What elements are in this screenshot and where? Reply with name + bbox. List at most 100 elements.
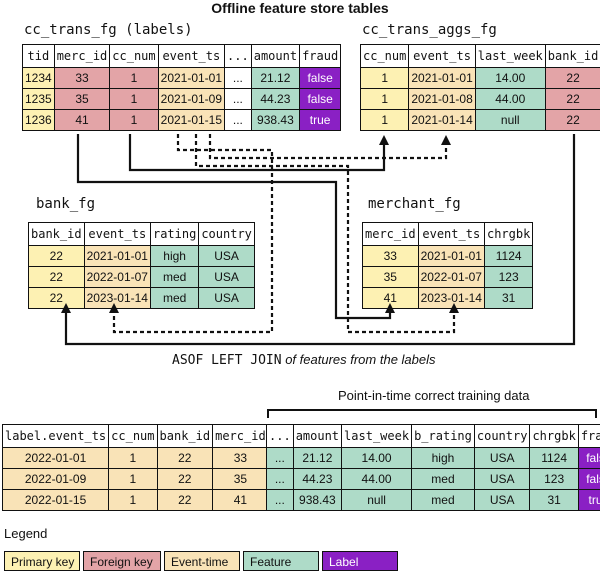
legend-feature: Feature [243,551,319,571]
cell: 1 [109,88,159,110]
header-cell: ... [266,424,294,448]
table-row: 22 2023-01-14 med USA [28,287,255,309]
cell: true [577,489,600,511]
header-cell: cc_num [108,424,158,448]
cell: null [341,489,413,511]
aggs-table: cc_num event_ts last_week bank_id 1 2021… [359,44,600,131]
cell: 44.00 [341,468,413,490]
cell: 22 [156,468,214,490]
cell: 35 [362,266,419,288]
cell: 1234 [22,67,55,89]
join-line-bank-id [61,134,576,346]
table-row: ... 938.43 null med USA 31 true [266,489,600,511]
cell: 33 [212,447,269,469]
aggs-table-name: cc_trans_aggs_fg [362,22,497,38]
table-header-row: tid merc_id cc_num event_ts ... amount f… [22,44,342,68]
cell: 2023-01-14 [83,287,151,309]
header-cell: bank_id [544,44,600,68]
cell: 1 [108,468,158,490]
cell: 2022-01-09 [1,468,110,490]
table-row: ... 21.12 14.00 high USA 1124 false [266,447,600,469]
table-row: 35 2022-01-07 123 [362,266,534,288]
legend-label: Label [322,551,398,571]
header-cell: chrgbk [529,424,579,448]
merchant-table: merc_id event_ts chrgbk 33 2021-01-01 11… [362,222,534,309]
header-cell: cc_num [359,44,410,68]
cell: 1 [109,109,159,131]
cell: 1235 [22,88,55,110]
cell: 22 [28,245,85,267]
cell: 938.43 [292,489,343,511]
table-header-row: bank_id event_ts rating country [28,222,255,246]
cell: 22 [156,489,214,511]
cell: 22 [544,67,600,89]
cell: 31 [529,489,579,511]
table-header-row: cc_num event_ts last_week bank_id [359,44,600,68]
cell: USA [198,287,255,309]
legend-event-time: Event-time [164,551,240,571]
cell: null [474,109,546,131]
header-cell: amount [292,424,343,448]
bank-table-name: bank_fg [36,196,96,212]
bank-table: bank_id event_ts rating country 22 2021-… [28,222,255,309]
cell: 2021-01-14 [408,109,476,131]
legend-primary-key: Primary key [4,551,80,571]
cell: false [577,468,600,490]
cell: 22 [544,88,600,110]
cell: 2021-01-09 [157,88,226,110]
cell: 22 [156,447,214,469]
header-cell: event_ts [408,44,476,68]
table-row: 1 2021-01-14 null 22 [359,109,600,131]
cell: high [149,245,200,267]
cell: med [411,468,475,490]
header-cell: merc_id [212,424,269,448]
training-right-table: ... amount last_week b_rating country ch… [266,424,600,511]
labels-table-name: cc_trans_fg (labels) [24,22,193,38]
cell: 2021-01-01 [157,67,226,89]
cell: 44.23 [292,468,343,490]
cell: false [577,447,600,469]
cell: 44.00 [474,88,546,110]
table-row: 22 2021-01-01 high USA [28,245,255,267]
cell: 2021-01-01 [83,245,151,267]
cell: high [411,447,475,469]
table-row: 2022-01-09 1 22 35 [1,468,269,490]
join-note-text: of features from the labels [285,352,436,367]
cell: 1236 [22,109,55,131]
cell: 41 [53,109,111,131]
cell: 1124 [529,447,579,469]
cell: true [299,109,342,131]
header-cell: chrgbk [483,222,534,246]
table-row: 41 2023-01-14 31 [362,287,534,309]
header-cell: country [473,424,531,448]
cell: 21.12 [250,67,301,89]
cell: 22 [28,266,85,288]
cell: ... [224,88,252,110]
header-cell: b_rating [411,424,475,448]
cell: 14.00 [341,447,413,469]
diagram-title: Offline feature store tables [211,0,389,16]
cell: 123 [483,266,534,288]
table-row: 1235 35 1 2021-01-09 ... 44.23 false [22,88,342,110]
table-row: 2022-01-01 1 22 33 [1,447,269,469]
cell: 2023-01-14 [417,287,485,309]
cell: 22 [28,287,85,309]
cell: 2022-01-07 [417,266,485,288]
join-note-code: ASOF LEFT JOIN [172,353,282,368]
cell: 31 [483,287,534,309]
cell: ... [266,447,294,469]
cell: 2021-01-15 [157,109,226,131]
cell: 35 [53,88,111,110]
legend-title: Legend [4,526,48,541]
header-cell: amount [250,44,301,68]
cell: 2022-01-15 [1,489,110,511]
table-row: 2022-01-15 1 22 41 [1,489,269,511]
header-cell: cc_num [109,44,159,68]
header-cell: rating [149,222,200,246]
join-note: ASOF LEFT JOIN of features from the labe… [172,352,436,368]
cell: false [299,88,342,110]
cell: 2021-01-01 [417,245,485,267]
cell: 35 [212,468,269,490]
